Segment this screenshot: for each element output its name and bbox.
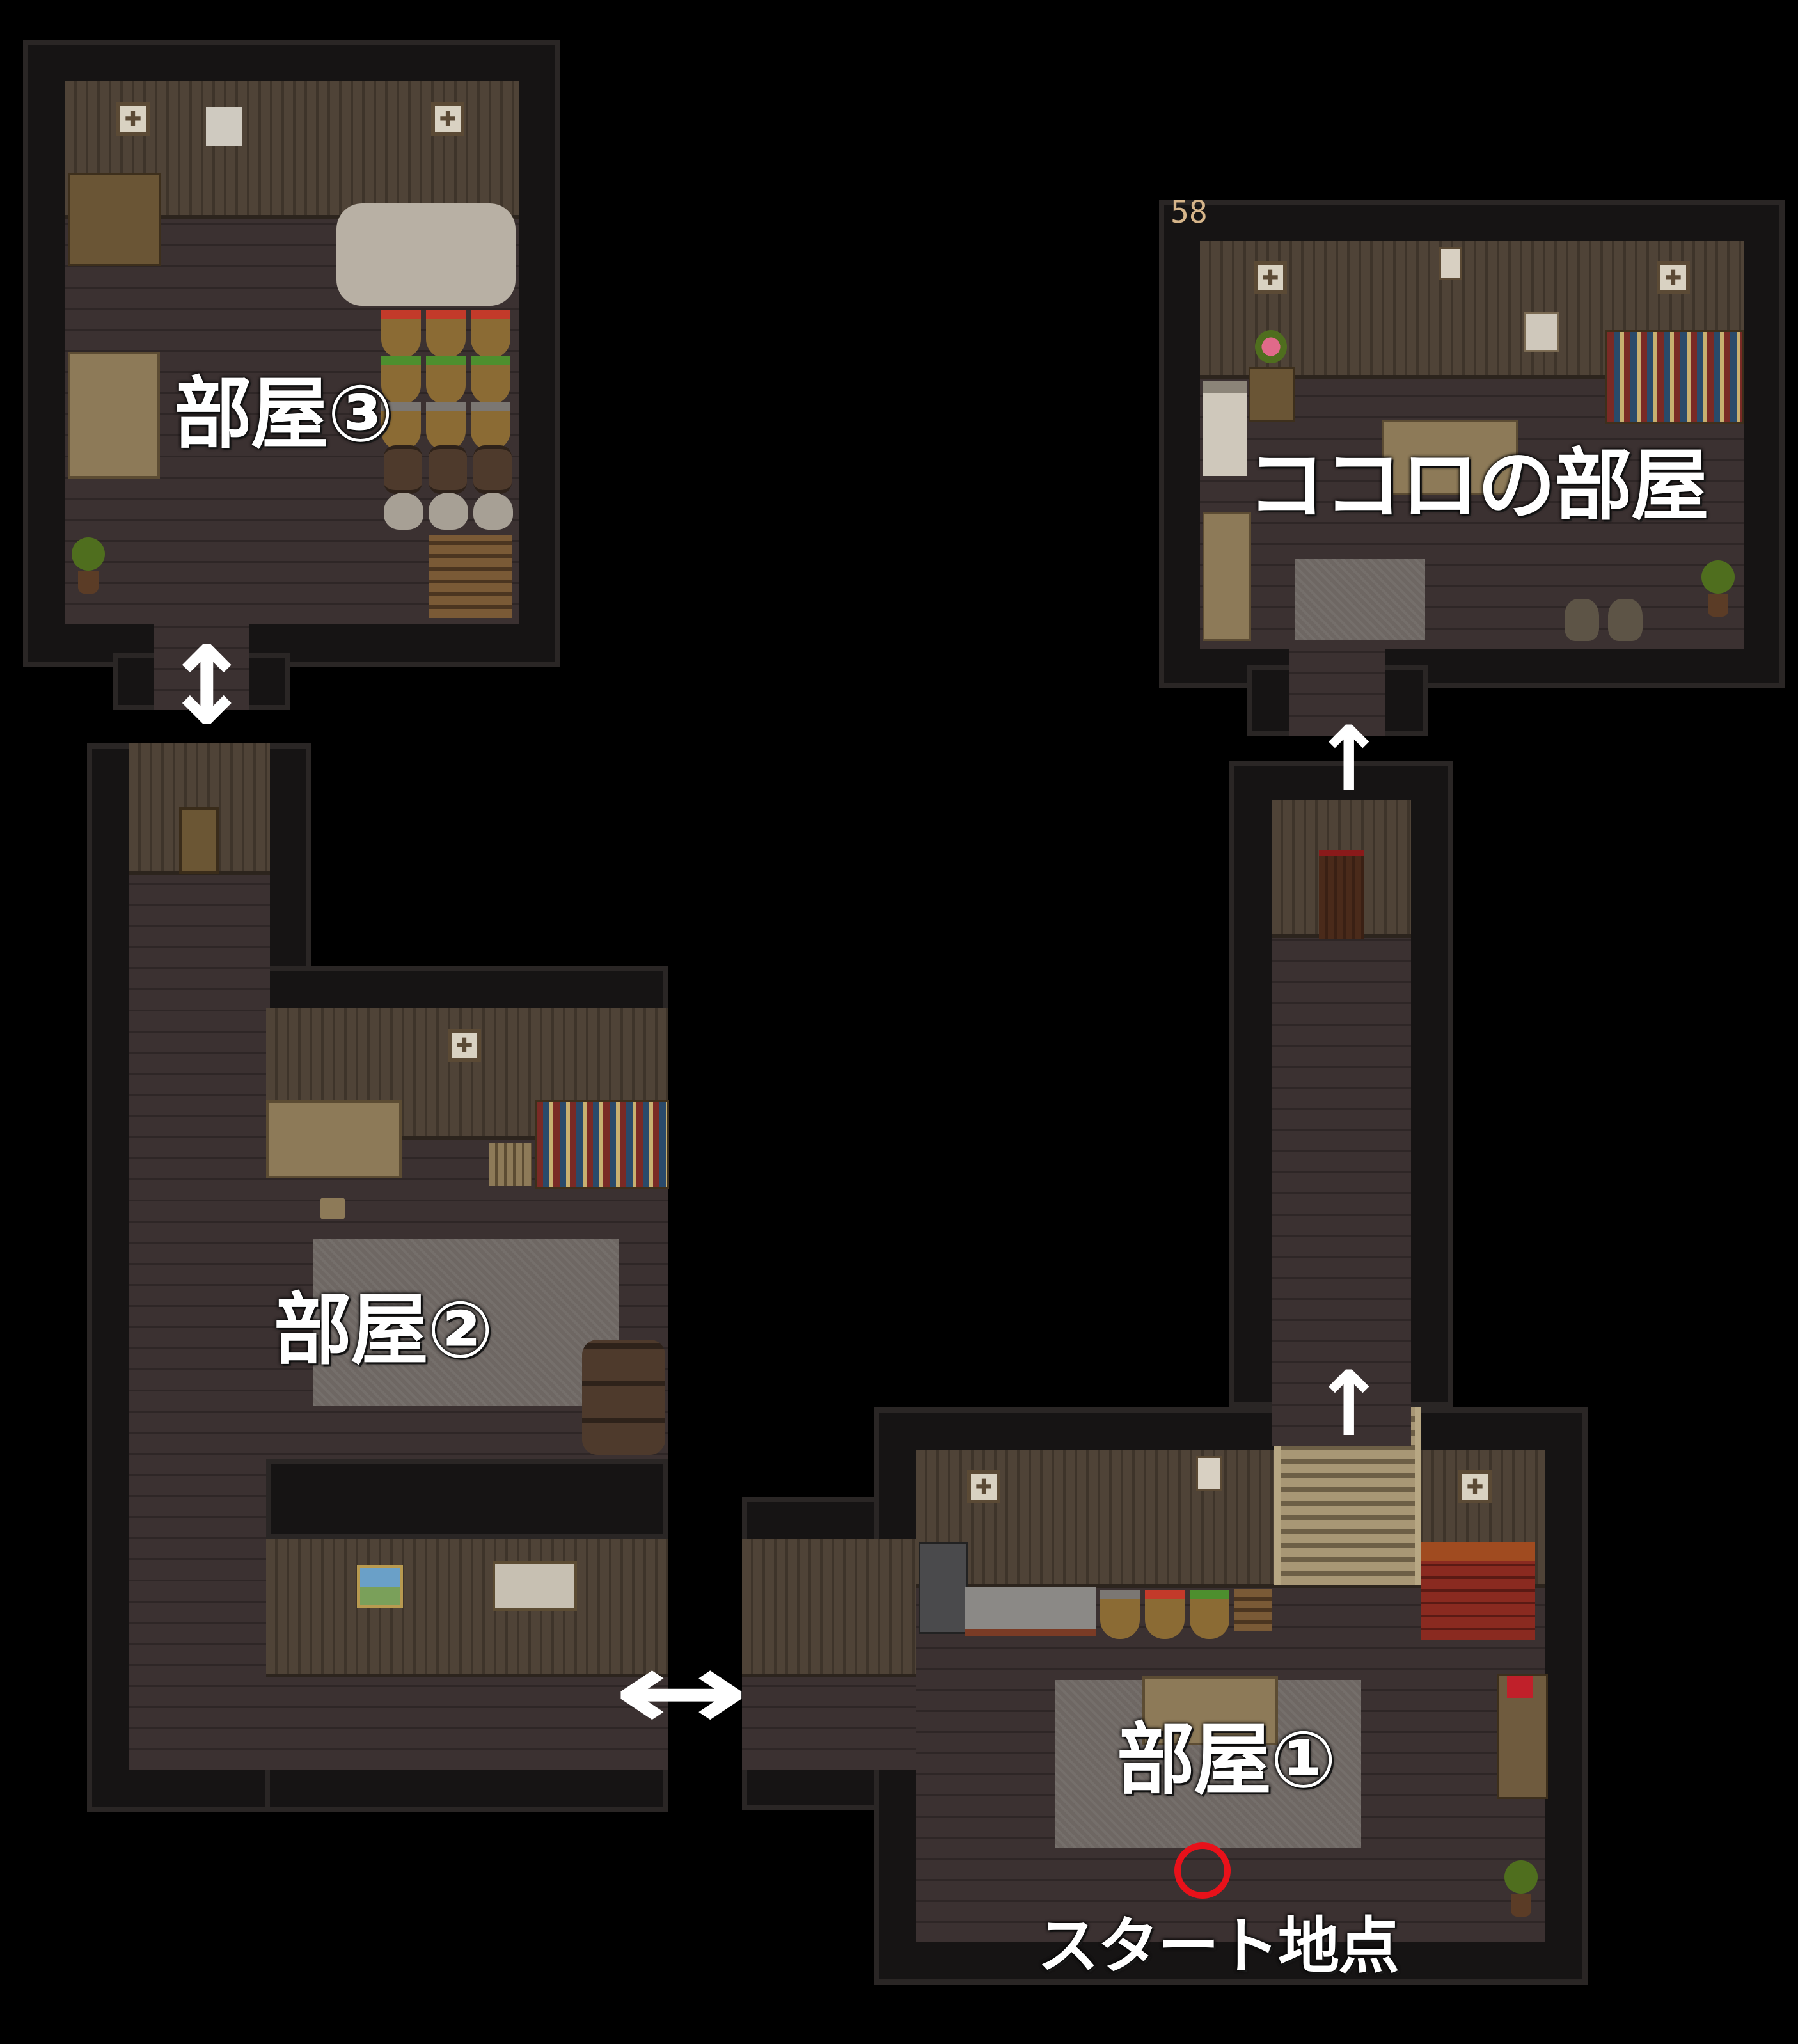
- nightstand: [1249, 367, 1295, 422]
- world-map-icon: [493, 1561, 577, 1611]
- notice-paper-icon: [206, 107, 242, 146]
- apple-basket-icon: [471, 310, 510, 358]
- bookshelf: [535, 1100, 669, 1189]
- firewood-icon: [429, 535, 512, 618]
- apple-basket-icon: [381, 310, 421, 358]
- barrel-icon: [473, 445, 512, 494]
- potato-basket-icon: [471, 402, 510, 450]
- window-icon: [116, 102, 150, 136]
- wooden-bench: [1203, 512, 1251, 641]
- stove-icon: [919, 1542, 968, 1634]
- room2-lower-wall: [266, 1539, 668, 1677]
- clock-icon: [1439, 247, 1462, 280]
- room3-label: 部屋③: [174, 368, 393, 459]
- kitchen-counter: [965, 1587, 1096, 1636]
- stool-icon: [320, 1198, 345, 1219]
- room1-west-wall: [742, 1539, 916, 1677]
- clock-icon: [1196, 1456, 1222, 1491]
- room2-rug: [313, 1239, 619, 1406]
- arrow-corridor-kokoro: ↑: [1311, 708, 1387, 812]
- room1-label: 部屋①: [1117, 1715, 1336, 1805]
- kokoro-rug: [1295, 559, 1425, 640]
- sack-icon: [429, 493, 468, 530]
- vegetable-basket-icon: [381, 356, 421, 404]
- portrait-icon: [1524, 312, 1559, 352]
- pot-icon: [1608, 599, 1643, 641]
- landscape-painting-icon: [357, 1565, 403, 1608]
- potato-basket-icon: [381, 402, 421, 450]
- potted-plant-icon: [1701, 560, 1735, 624]
- red-box-icon: [1507, 1676, 1533, 1698]
- vegetable-basket-icon: [471, 356, 510, 404]
- room2-inner-wall: [266, 1459, 668, 1539]
- potato-basket-icon: [426, 402, 466, 450]
- apple-basket-icon: [1145, 1590, 1185, 1639]
- barrel-icon: [384, 445, 422, 494]
- room1-table: [1142, 1676, 1278, 1745]
- window-icon: [967, 1470, 1000, 1503]
- fireplace-icon: [1421, 1542, 1535, 1640]
- flower-vase-icon: [1255, 330, 1287, 363]
- corner-counter: 58: [1171, 194, 1208, 230]
- pot-icon: [1565, 599, 1599, 641]
- arrow-room3-room2: ↕: [161, 623, 253, 750]
- window-icon: [431, 102, 464, 136]
- bed: [1203, 381, 1247, 476]
- vegetable-basket-icon: [426, 356, 466, 404]
- room2-floor-west: [129, 743, 270, 1770]
- window-icon: [1254, 261, 1287, 294]
- kokoro-passage-floor: [1289, 640, 1385, 736]
- sack-icon: [473, 493, 513, 530]
- crate-icon: [489, 1143, 532, 1186]
- room2-label: 部屋②: [274, 1285, 493, 1375]
- kokoro-desk: [1382, 420, 1518, 495]
- arrow-stairs-up: ↑: [1311, 1352, 1387, 1457]
- window-icon: [1657, 261, 1690, 294]
- window-icon: [448, 1029, 481, 1062]
- red-door-icon: [1319, 850, 1364, 939]
- potted-plant-icon: [72, 537, 105, 601]
- door-icon: [179, 807, 219, 874]
- potted-plant-icon: [1504, 1860, 1538, 1924]
- sack-icon: [384, 493, 423, 530]
- start-label: スタート地点: [1037, 1910, 1400, 1982]
- barrel-icon: [429, 445, 467, 494]
- potato-basket-icon: [1100, 1590, 1140, 1639]
- room3-passage-floor: [154, 621, 249, 710]
- dresser: [68, 173, 161, 266]
- kokoro-room-label: ココロの部屋: [1247, 440, 1709, 531]
- room3-desk: [68, 352, 160, 479]
- room2-desk: [266, 1100, 402, 1178]
- grain-sacks: [336, 203, 516, 306]
- apple-basket-icon: [426, 310, 466, 358]
- window-icon: [1458, 1470, 1492, 1503]
- firewood-icon: [1234, 1589, 1272, 1631]
- arrow-room2-room1: ↔: [613, 1629, 750, 1755]
- barrel-stack-icon: [582, 1340, 665, 1455]
- vegetable-basket-icon: [1190, 1590, 1229, 1639]
- bookshelf: [1605, 330, 1744, 424]
- start-marker: [1174, 1842, 1231, 1899]
